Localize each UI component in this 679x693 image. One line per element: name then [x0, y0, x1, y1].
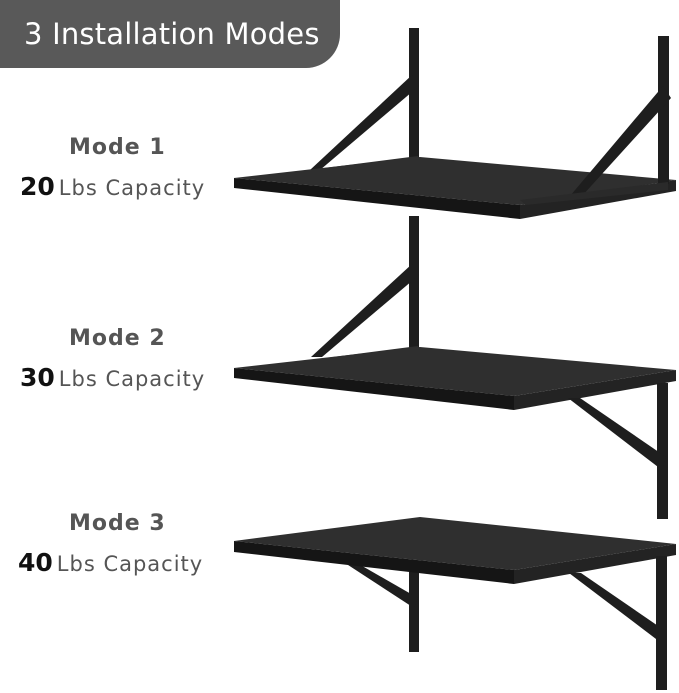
mode-3-bracket-right-upright — [656, 556, 667, 690]
mode-2-bracket-right-arm — [568, 398, 666, 470]
mode-3-capacity-unit: Lbs Capacity — [56, 552, 204, 576]
mode-3-shelf-top — [234, 517, 676, 570]
mode-2-bracket-right-upright — [657, 383, 668, 519]
mode-2-capacity-value: 30 — [20, 363, 55, 392]
title-banner: 3 Installation Modes — [0, 0, 340, 68]
mode-1-shelf-front — [234, 178, 520, 219]
mode-1-capacity-unit: Lbs Capacity — [58, 176, 206, 200]
mode-1-bracket-left-upright — [409, 28, 419, 158]
mode-1-bracket-right-arm — [570, 86, 671, 196]
mode-1-capacity-value: 20 — [20, 172, 55, 201]
mode-3-illustration — [234, 517, 676, 690]
mode-1-bracket-left-arm — [310, 75, 419, 170]
mode-2-label: Mode 2 — [69, 326, 166, 351]
mode-1-bracket-right-upright — [658, 36, 669, 184]
mode-3-label: Mode 3 — [69, 511, 166, 536]
mode-2-bracket-left-upright — [409, 216, 419, 348]
mode-2-bracket-left-arm — [311, 264, 419, 357]
mode-1-shelf-top — [234, 157, 676, 205]
mode-2-illustration — [234, 216, 676, 519]
mode-3-bracket-left-upright — [409, 568, 419, 652]
mode-3-bracket-right-arm — [569, 573, 664, 642]
mode-2-shelf-top — [234, 347, 676, 396]
mode-1-illustration — [234, 28, 676, 219]
mode-3-bracket-left-arm — [345, 563, 418, 608]
mode-2-capacity-unit: Lbs Capacity — [58, 367, 206, 391]
page-title: 3 Installation Modes — [24, 17, 320, 51]
mode-3-capacity-value: 40 — [18, 548, 53, 577]
mode-3-shelf-front — [234, 541, 514, 584]
mode-2-shelf-front — [234, 368, 514, 410]
mode-1-label: Mode 1 — [69, 135, 166, 160]
